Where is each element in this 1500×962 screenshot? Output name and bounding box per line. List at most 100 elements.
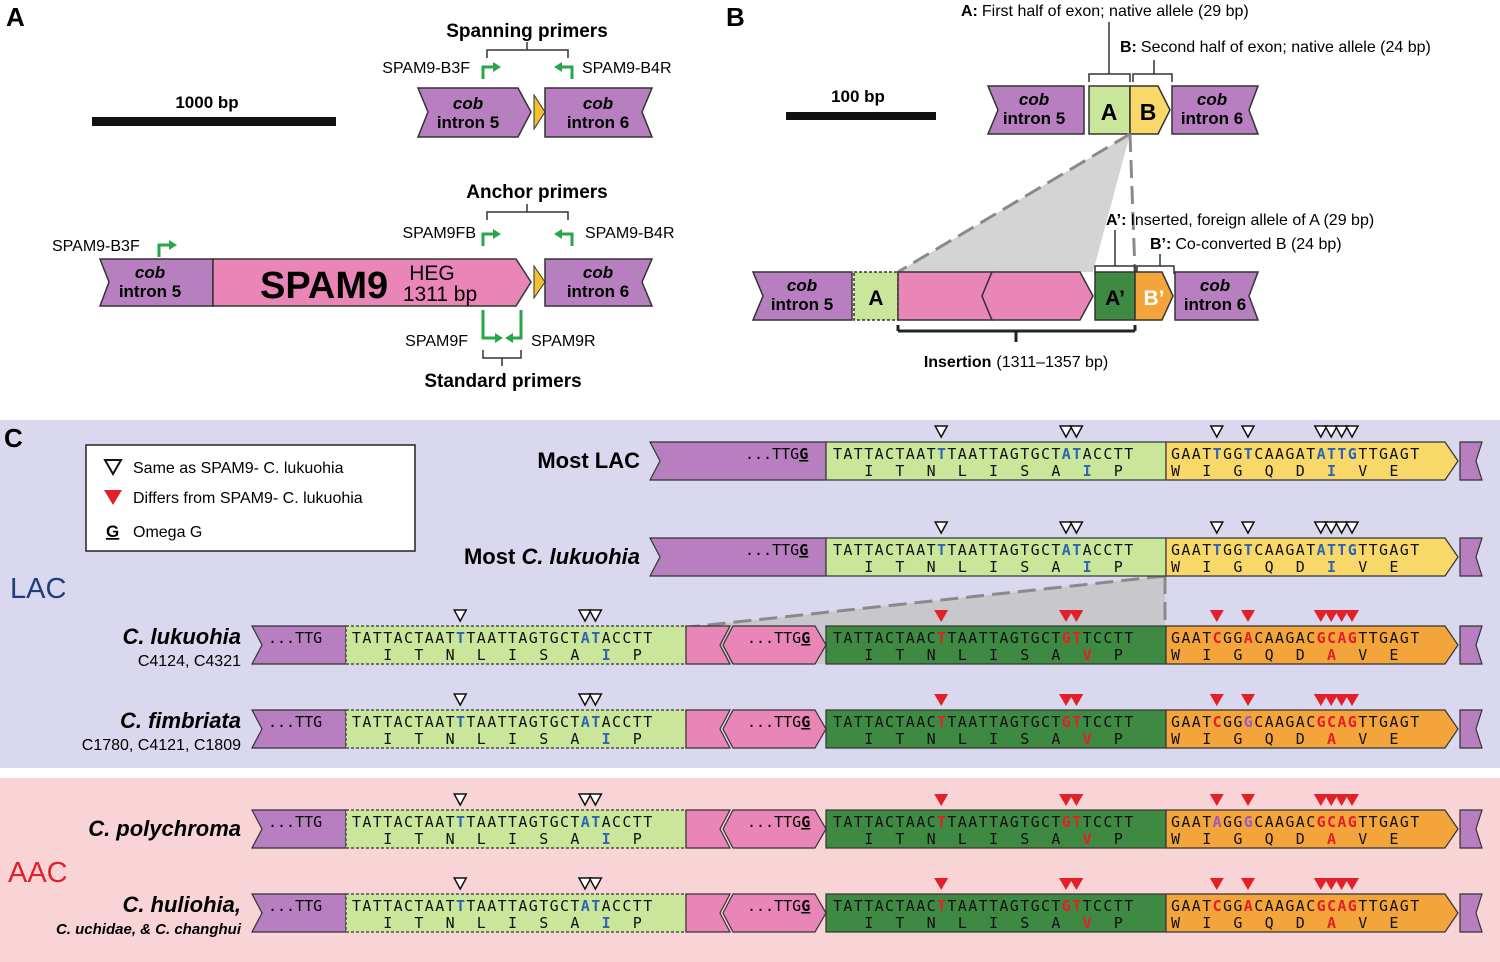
differs-marker <box>1313 694 1328 706</box>
same-marker <box>1058 425 1074 439</box>
ttg-sequence: ...TTGG <box>747 629 810 647</box>
segment-b-prime <box>1165 709 1459 749</box>
scale-bar-1000 <box>92 117 336 126</box>
primer-b4r-arrow <box>552 227 574 248</box>
same-marker <box>1209 425 1225 439</box>
insertion-part1 <box>897 271 994 321</box>
cob-intron6-block <box>1459 537 1483 577</box>
same-triangle-icon <box>103 459 123 477</box>
segment-b-prime <box>1165 625 1459 665</box>
exon-a-sequence: TATTACTAATTTAATTAGTGCTATACCTT <box>352 813 652 831</box>
differs-marker <box>1209 694 1224 706</box>
legend-differs-label: Differs from SPAM9- C. lukuohia <box>133 490 363 507</box>
intron5-label: intron 5 <box>437 113 499 132</box>
segment-b-prime <box>1165 809 1459 849</box>
primer-b4r-arrow <box>552 60 574 81</box>
segment-b <box>1165 537 1459 577</box>
scale-bar-100 <box>786 112 936 120</box>
segment-a-prime-label: A’ <box>1105 287 1125 310</box>
segment-a-label: A <box>868 287 883 310</box>
heg-block <box>685 893 731 933</box>
intron5-label: intron 5 <box>119 282 181 301</box>
species-name: C. fimbriata <box>120 708 241 733</box>
standard-primers-label: Standard primers <box>424 371 581 392</box>
same-marker <box>588 877 603 891</box>
differs-marker <box>934 610 949 622</box>
strain-list: C1780, C4121, C1809 <box>82 737 241 754</box>
scale-label-1000: 1000 bp <box>175 93 238 112</box>
same-marker <box>452 877 468 891</box>
anchor-primers-label: Anchor primers <box>466 182 607 203</box>
cob-intron5-block <box>251 625 347 665</box>
cob-intron6-block <box>544 258 654 307</box>
cob-intron5-block <box>98 258 214 307</box>
cob-intron5-block <box>751 271 853 321</box>
primer-spam9fb-label: SPAM9FB <box>403 225 477 242</box>
same-marker <box>1240 425 1256 439</box>
segment-b <box>1129 85 1171 135</box>
exon-b-prime-sequence: GAATCGGACAAGACGCAGTTGAGT <box>1171 629 1419 647</box>
same-marker <box>577 877 593 891</box>
legend-b-prime: B’:Co-converted B (24 bp) <box>1150 236 1342 253</box>
segment-a <box>345 809 687 849</box>
aac-label: AAC <box>8 857 68 889</box>
differs-marker <box>1313 610 1328 622</box>
cob-intron5-block <box>649 537 827 577</box>
legend-b: B:Second half of exon; native allele (24… <box>1120 39 1431 56</box>
differs-marker <box>1069 878 1084 890</box>
omega-g-symbol: G <box>106 522 119 541</box>
same-marker <box>452 793 468 807</box>
differs-marker <box>1345 694 1359 706</box>
differs-marker <box>1324 794 1339 806</box>
sequence-rows: Most LAC ...TTGG TATTACTAATTTAATTAGTGCTATA… <box>56 425 1483 938</box>
species-name: Most LAC <box>537 448 640 473</box>
differs-marker <box>1313 878 1328 890</box>
segment-a-prime <box>825 625 1167 665</box>
species-name: C. lukuohia <box>122 624 241 649</box>
same-marker <box>933 521 949 535</box>
intron5-label: intron 5 <box>1003 109 1065 128</box>
intron6-label: intron 6 <box>1184 295 1246 314</box>
lac-label: LAC <box>10 573 66 605</box>
differs-marker <box>1069 694 1084 706</box>
scale-label-100: 100 bp <box>831 87 885 106</box>
exon-a-sequence: TATTACTAATTTAATTAGTGCTATACCTT <box>833 541 1133 559</box>
same-marker <box>1334 425 1349 439</box>
cob-intron6-block <box>1459 709 1483 749</box>
segment-b-prime-label: B’ <box>1144 287 1165 310</box>
exon-a-sequence: TATTACTAATTTAATTAGTGCTATACCTT <box>833 445 1133 463</box>
cob-label: cob <box>787 276 817 295</box>
heg-block <box>685 625 731 665</box>
same-marker <box>1344 521 1360 535</box>
cob-intron6-block <box>1459 809 1483 849</box>
cob-intron6-block <box>1459 441 1483 481</box>
cob-label: cob <box>1019 90 1049 109</box>
exon-b-sequence: GAATTGGTCAAGATATTGTTGAGT <box>1171 541 1419 559</box>
heg-block <box>685 709 731 749</box>
legend-a: A:First half of exon; native allele (29 … <box>961 3 1249 20</box>
differs-marker <box>1345 610 1359 622</box>
cob-intron5-block <box>649 441 827 481</box>
same-marker <box>577 609 593 623</box>
heg-label: HEG <box>409 262 455 285</box>
differs-marker <box>1241 610 1255 622</box>
segment-b-prime <box>1134 271 1174 321</box>
differs-marker <box>1059 694 1073 706</box>
panel-c-label: C <box>4 423 23 453</box>
strain-list: C4124, C4321 <box>138 653 241 670</box>
cob-label: cob <box>135 263 165 282</box>
insertion-label: Insertion(1311–1357 bp) <box>924 354 1108 371</box>
same-marker <box>1240 521 1256 535</box>
differs-marker <box>1059 794 1073 806</box>
segment-a <box>345 893 687 933</box>
same-marker <box>1323 521 1339 535</box>
primer-spam9r-label: SPAM9R <box>531 333 596 350</box>
sequence-row: C. huliohia,C. uchidae, & C. changhui...… <box>56 877 1483 938</box>
same-marker <box>1313 425 1329 439</box>
same-marker <box>1323 425 1339 439</box>
